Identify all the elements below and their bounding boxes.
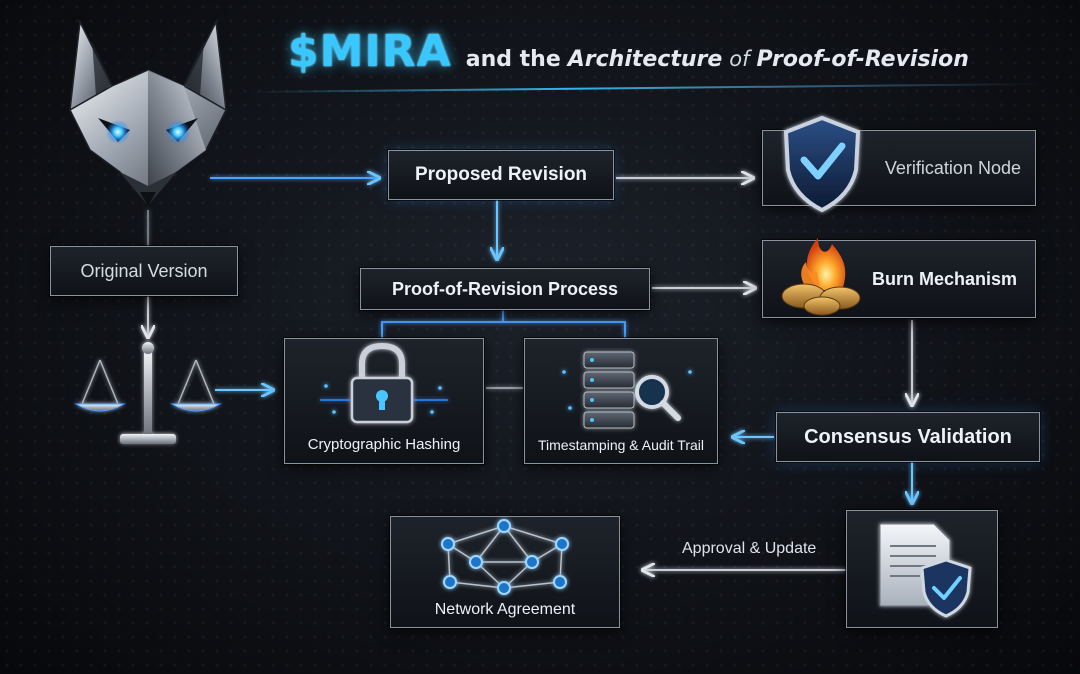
title-part-3: of	[729, 47, 750, 71]
node-approved-document	[846, 510, 998, 628]
title-brand: $MIRA	[288, 26, 452, 77]
node-verification-node: Verification Node	[762, 130, 1036, 206]
node-proof-of-revision-process: Proof-of-Revision Process	[360, 268, 650, 310]
title-part-4: Proof-of-Revision	[756, 47, 969, 72]
node-proof-of-revision-process-label: Proof-of-Revision Process	[391, 278, 619, 299]
node-burn-mechanism-label: Burn Mechanism	[871, 268, 1017, 289]
node-timestamping-audit-trail-label: Timestamping & Audit Trail	[538, 437, 704, 453]
node-burn-mechanism: Burn Mechanism	[762, 240, 1036, 318]
node-original-version-label: Original Version	[80, 260, 208, 281]
node-network-agreement-label: Network Agreement	[434, 601, 576, 618]
title-underline	[249, 83, 1041, 93]
node-verification-node-label: Verification Node	[884, 157, 1021, 178]
node-proposed-revision: Proposed Revision	[388, 150, 614, 200]
label-approval-update: Approval & Update	[682, 540, 817, 557]
node-proposed-revision-label: Proposed Revision	[414, 164, 588, 185]
page-title: $MIRA and the Architecture of Proof-of-R…	[288, 26, 969, 90]
node-original-version: Original Version	[50, 246, 238, 296]
node-consensus-validation-label: Consensus Validation	[804, 425, 1012, 448]
proof-process-bracket	[381, 310, 626, 338]
node-timestamping-audit-trail: Timestamping & Audit Trail	[524, 338, 718, 464]
title-part-1: and the	[465, 47, 561, 72]
node-cryptographic-hashing: Cryptographic Hashing	[284, 338, 484, 464]
connector-lines	[148, 178, 912, 570]
node-cryptographic-hashing-label: Cryptographic Hashing	[307, 436, 461, 453]
node-consensus-validation: Consensus Validation	[776, 412, 1040, 462]
title-part-2: Architecture	[567, 47, 723, 72]
node-network-agreement: Network Agreement	[390, 516, 620, 628]
